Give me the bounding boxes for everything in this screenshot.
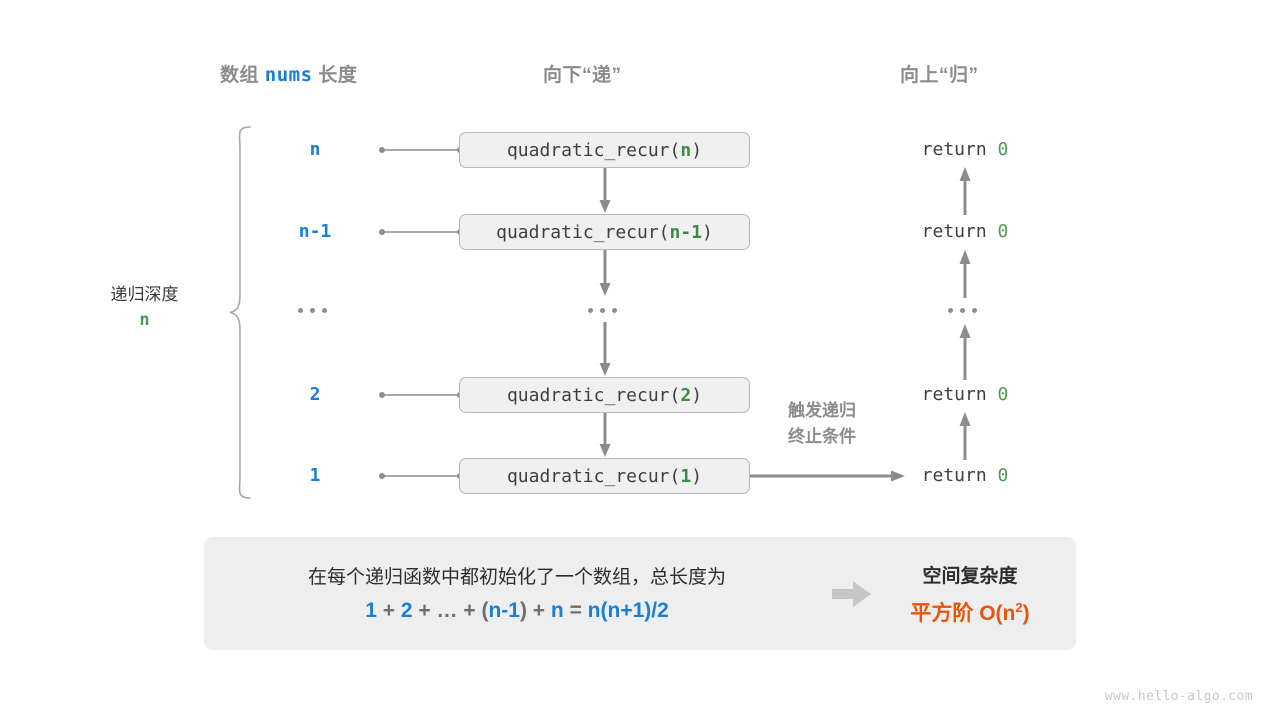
fn-close-row-1: ) [691, 140, 703, 161]
fn-name-row-5: quadratic_recur( [506, 466, 681, 487]
depth-value-row-4: 2 [309, 384, 321, 405]
summary-arrow-container [822, 579, 882, 609]
formula-term-4: n-1 [488, 599, 520, 623]
return-keyword-row-4: return [921, 384, 998, 405]
function-box-row-1[interactable]: quadratic_recur(n) [459, 132, 750, 168]
trigger-note-line-2: 终止条件 [788, 427, 856, 447]
recursion-depth-label: 递归深度 n [92, 282, 197, 333]
formula-op-2: + [418, 599, 431, 623]
function-box-row-3-ellipsis [588, 308, 617, 313]
ascend-arrow-4-to-ellipsis-icon [959, 324, 971, 380]
descend-arrow-2-to-ellipsis-icon [599, 250, 611, 296]
header-left-suffix: 长度 [318, 65, 358, 86]
formula-term-2: 2 [400, 599, 413, 623]
return-label-row-5: return 0 [885, 465, 1045, 486]
base-case-arrow-icon [750, 470, 905, 482]
watermark: www.hello-algo.com [1104, 689, 1253, 704]
descend-arrow-1-to-2-icon [599, 168, 611, 213]
complexity-big-o-head: O(n [979, 601, 1016, 625]
connector-line-row-1 [379, 147, 463, 153]
ascend-arrow-5-to-4-icon [959, 412, 971, 460]
column-header-ascend: 向上“归” [900, 65, 979, 86]
return-keyword-row-1: return [921, 139, 998, 160]
formula-rparen: ) [519, 599, 527, 623]
space-complexity-title: 空间复杂度 [922, 565, 1018, 587]
fn-arg-row-5: 1 [680, 466, 692, 487]
summary-panel: 在每个递归函数中都初始化了一个数组，总长度为 1 + 2 + … + (n-1)… [204, 537, 1076, 650]
fn-arg-row-4: 2 [680, 385, 692, 406]
return-label-row-4: return 0 [885, 384, 1045, 405]
function-box-row-5[interactable]: quadratic_recur(1) [459, 458, 750, 494]
return-value-row-1: 0 [997, 139, 1009, 160]
return-keyword-row-2: return [921, 221, 998, 242]
fn-name-row-2: quadratic_recur( [496, 222, 670, 243]
column-header-array-length: 数组 nums 长度 [220, 60, 357, 87]
formula-term-3-ellipsis: … [436, 599, 458, 623]
complexity-order-cn: 平方阶 [910, 601, 974, 625]
summary-left-block: 在每个递归函数中都初始化了一个数组，总长度为 1 + 2 + … + (n-1)… [204, 564, 822, 624]
return-label-row-2: return 0 [885, 221, 1045, 242]
connector-line-row-5 [379, 473, 463, 479]
formula-op-3: + [463, 599, 476, 623]
trigger-termination-note: 触发递归 终止条件 [760, 398, 884, 451]
return-keyword-row-5: return [921, 465, 998, 486]
formula-op-1: + [382, 599, 395, 623]
formula-term-5: n [550, 599, 564, 623]
ascend-arrow-ellipsis-to-2-icon [959, 250, 971, 298]
return-value-row-2: 0 [997, 221, 1009, 242]
fn-close-row-4: ) [691, 385, 703, 406]
recursion-depth-value: n [139, 309, 150, 330]
formula-term-1: 1 [365, 599, 377, 623]
depth-value-row-5: 1 [309, 465, 321, 486]
connector-line-row-2 [379, 229, 463, 235]
return-label-row-1: return 0 [885, 139, 1045, 160]
fn-name-row-4: quadratic_recur( [506, 385, 681, 406]
return-label-row-3-ellipsis [948, 308, 977, 313]
descend-arrow-ellipsis-to-4-icon [599, 322, 611, 376]
fn-arg-row-1: n [680, 140, 692, 161]
connector-line-row-4 [379, 392, 463, 398]
depth-value-row-3-ellipsis [298, 308, 327, 313]
trigger-note-line-1: 触发递归 [788, 401, 856, 420]
ascend-arrow-2-to-1-icon [959, 167, 971, 215]
depth-value-row-2: n-1 [298, 221, 332, 242]
complexity-big-o: O(n2) [979, 599, 1030, 625]
fn-name-row-1: quadratic_recur( [506, 140, 681, 161]
recursion-depth-text: 递归深度 [110, 285, 179, 304]
right-arrow-icon [832, 580, 871, 607]
formula-result: n(n+1)/2 [587, 599, 669, 623]
summary-formula: 1 + 2 + … + (n-1) + n = n(n+1)/2 [212, 599, 822, 623]
complexity-big-o-tail: ) [1022, 601, 1030, 625]
space-complexity-value: 平方阶 O(n2) [882, 597, 1058, 627]
function-box-row-2[interactable]: quadratic_recur(n-1) [459, 214, 750, 250]
fn-close-row-5: ) [691, 466, 703, 487]
header-left-prefix: 数组 [220, 65, 260, 86]
recursion-depth-brace-icon [229, 126, 251, 499]
return-value-row-4: 0 [997, 384, 1009, 405]
header-left-code: nums [264, 64, 313, 86]
descend-arrow-4-to-5-icon [599, 413, 611, 457]
summary-right-block: 空间复杂度 平方阶 O(n2) [882, 561, 1076, 627]
depth-value-row-1: n [309, 139, 321, 160]
column-header-descend: 向下“递” [543, 65, 622, 86]
function-box-row-4[interactable]: quadratic_recur(2) [459, 377, 750, 413]
formula-equals: = [569, 599, 582, 623]
formula-lparen: ( [481, 599, 489, 623]
formula-op-4: + [532, 599, 546, 623]
complexity-exponent: 2 [1015, 599, 1023, 615]
summary-description: 在每个递归函数中都初始化了一个数组，总长度为 [307, 566, 726, 588]
fn-close-row-2: ) [702, 222, 713, 243]
fn-arg-row-2: n-1 [669, 222, 703, 243]
return-value-row-5: 0 [997, 465, 1009, 486]
